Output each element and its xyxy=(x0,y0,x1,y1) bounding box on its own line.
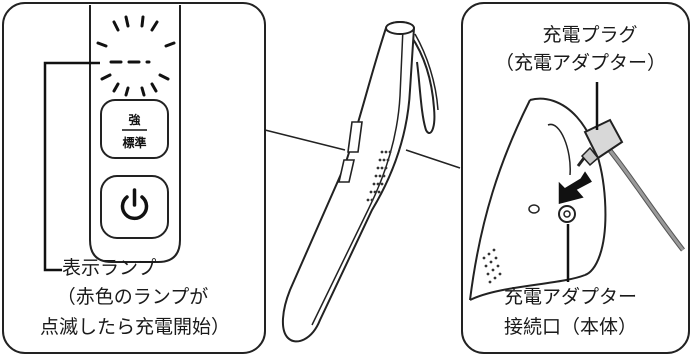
strength-label-strong: 強 xyxy=(128,112,140,127)
power-icon xyxy=(120,188,149,221)
right-zoom-panel xyxy=(461,2,690,354)
port-callout-line1: 充電アダプター xyxy=(503,286,637,308)
device-side-view xyxy=(264,21,461,343)
lamp-callout-line1: 表示ランプ xyxy=(62,257,157,279)
vent-grille xyxy=(366,150,392,202)
plug-callout-line2: （充電アダプター） xyxy=(494,52,666,74)
down-arrow-icon xyxy=(557,168,595,206)
lamp-leader-line xyxy=(43,61,100,272)
lamp-callout-line2: （赤色のランプが xyxy=(56,286,209,308)
lamp-callout-line3: 点滅したら充電開始） xyxy=(39,316,230,338)
strength-label-standard: 標準 xyxy=(122,135,146,150)
power-button[interactable] xyxy=(100,175,169,239)
plug-callout-line1: 充電プラグ xyxy=(542,24,638,46)
blinking-lamp-icon xyxy=(96,15,176,97)
charging-port xyxy=(558,205,576,223)
strength-button[interactable] xyxy=(100,99,169,159)
left-zoom-panel: 強 標準 xyxy=(2,2,266,354)
port-callout-line2: 接続口（本体） xyxy=(503,316,637,338)
charging-plug xyxy=(576,118,685,252)
